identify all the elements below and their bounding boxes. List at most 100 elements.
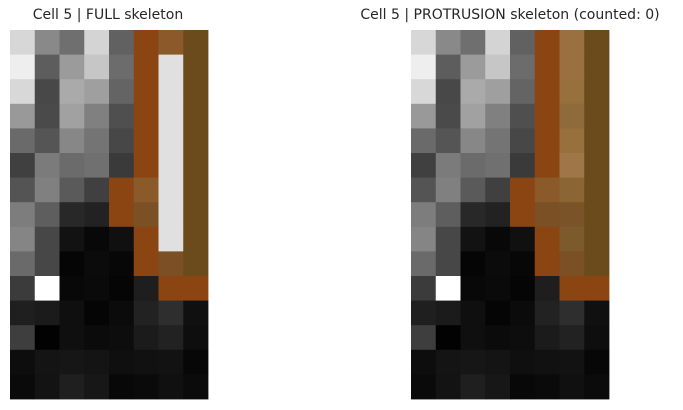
heatmap-cell [435, 79, 461, 105]
heatmap-cell [485, 325, 511, 351]
heatmap-cell [59, 374, 85, 400]
heatmap-cell [183, 54, 209, 80]
heatmap-cell [435, 128, 461, 154]
heatmap-cell [534, 177, 560, 203]
heatmap-cell [534, 202, 560, 228]
heatmap-cell [34, 30, 60, 55]
heatmap-cell [584, 128, 610, 154]
heatmap-cell [84, 30, 110, 55]
heatmap-cell [183, 251, 209, 277]
heatmap-cell [34, 276, 60, 301]
heatmap-cell [534, 79, 560, 105]
heatmap-cell [183, 202, 209, 228]
heatmap-cell [559, 300, 585, 326]
heatmap-cell [485, 374, 511, 400]
heatmap-cell [485, 251, 511, 277]
heatmap-cell [109, 128, 135, 154]
heatmap-cell [559, 79, 585, 105]
heatmap-cell [435, 300, 461, 326]
heatmap-cell [133, 349, 159, 375]
heatmap-cell [435, 103, 461, 129]
heatmap-cell [10, 79, 36, 105]
heatmap-cell [158, 128, 184, 154]
heatmap-cell [510, 103, 536, 129]
heatmap-cell [133, 153, 159, 178]
heatmap-cell [158, 177, 184, 203]
heatmap-cell [485, 202, 511, 228]
heatmap-cell [460, 300, 486, 326]
heatmap-cell [460, 153, 486, 178]
heatmap-cell [34, 79, 60, 105]
heatmap-cell [411, 300, 437, 326]
heatmap-cell [460, 103, 486, 129]
heatmap-cell [109, 325, 135, 351]
heatmap-cell [133, 177, 159, 203]
heatmap-cell [133, 128, 159, 154]
heatmap-protrusion-skeleton [411, 30, 610, 400]
heatmap-cell [559, 374, 585, 400]
heatmap-cell [109, 177, 135, 203]
heatmap-cell [584, 79, 610, 105]
heatmap-cell [109, 153, 135, 178]
heatmap-cell [10, 202, 36, 228]
heatmap-cell [109, 79, 135, 105]
heatmap-cell [534, 128, 560, 154]
heatmap-cell [84, 128, 110, 154]
heatmap-cell [10, 54, 36, 80]
heatmap-cell [534, 30, 560, 55]
heatmap-cell [158, 349, 184, 375]
heatmap-cell [59, 30, 85, 55]
heatmap-cell [460, 276, 486, 301]
heatmap-cell [510, 153, 536, 178]
heatmap-cell [34, 128, 60, 154]
heatmap-cell [411, 79, 437, 105]
heatmap-cell [584, 103, 610, 129]
heatmap-cell [559, 276, 585, 301]
heatmap-cell [435, 325, 461, 351]
heatmap-cell [158, 30, 184, 55]
heatmap-cell [10, 128, 36, 154]
heatmap-cell [59, 226, 85, 252]
heatmap-cell [435, 226, 461, 252]
heatmap-cell [158, 300, 184, 326]
heatmap-cell [534, 153, 560, 178]
heatmap-cell [510, 276, 536, 301]
heatmap-cell [10, 30, 36, 55]
heatmap-cell [133, 202, 159, 228]
heatmap-cell [183, 177, 209, 203]
heatmap-cell [559, 30, 585, 55]
heatmap-cell [534, 349, 560, 375]
heatmap-cell [59, 300, 85, 326]
heatmap-cell [133, 276, 159, 301]
heatmap-cell [510, 349, 536, 375]
panel-title: Cell 5 | PROTRUSION skeleton (counted: 0… [360, 7, 660, 23]
heatmap-cell [84, 349, 110, 375]
heatmap-cell [584, 325, 610, 351]
heatmap-cell [84, 79, 110, 105]
heatmap-cell [34, 54, 60, 80]
heatmap-cell [109, 226, 135, 252]
panel-full-skeleton: Cell 5 | FULL skeleton [0, 0, 340, 410]
heatmap-cell [510, 226, 536, 252]
heatmap-cell [133, 374, 159, 400]
heatmap-cell [584, 153, 610, 178]
heatmap-cell [10, 153, 36, 178]
heatmap-cell [133, 251, 159, 277]
heatmap-cell [411, 30, 437, 55]
heatmap-cell [510, 177, 536, 203]
heatmap-cell [34, 153, 60, 178]
heatmap-cell [133, 54, 159, 80]
heatmap-cell [411, 128, 437, 154]
heatmap-cell [485, 103, 511, 129]
heatmap-cell [534, 54, 560, 80]
heatmap-cell [183, 300, 209, 326]
heatmap-cell [534, 251, 560, 277]
heatmap-cell [411, 54, 437, 80]
heatmap-cell [559, 103, 585, 129]
heatmap-cell [435, 30, 461, 55]
heatmap-cell [158, 103, 184, 129]
heatmap-cell [183, 349, 209, 375]
heatmap-cell [460, 374, 486, 400]
heatmap-cell [559, 128, 585, 154]
heatmap-cell [411, 251, 437, 277]
